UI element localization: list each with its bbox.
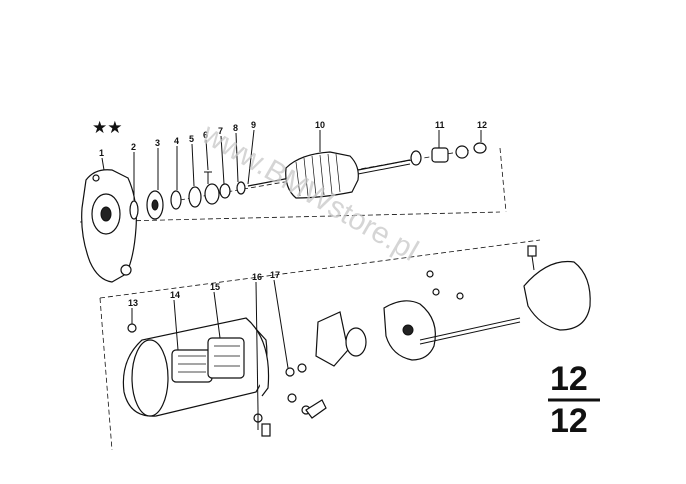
stars-mark: ★★ xyxy=(92,118,122,138)
field-frame xyxy=(122,317,270,417)
page-denominator: 12 xyxy=(550,402,588,440)
callout-10: 10 xyxy=(315,120,325,130)
callout-9: 9 xyxy=(251,120,256,130)
page-label: 12 12 xyxy=(548,360,600,440)
callout-1: 1 xyxy=(99,148,104,158)
brush-plate xyxy=(315,300,521,367)
callout-labels: 1 2 3 4 5 6 7 8 9 10 11 12 13 14 15 16 1… xyxy=(99,120,487,411)
end-cap xyxy=(523,245,591,331)
callout-14: 14 xyxy=(170,290,180,300)
callout-11: 11 xyxy=(435,120,445,130)
callout-3: 3 xyxy=(155,138,160,148)
pinion-parts xyxy=(410,142,487,166)
callout-16: 16 xyxy=(252,272,262,282)
callout-7: 7 xyxy=(218,126,223,136)
callout-15: 15 xyxy=(210,282,220,292)
callout-12: 12 xyxy=(477,120,487,130)
end-housing xyxy=(81,169,137,283)
callout-13: 13 xyxy=(128,298,138,308)
callout-17: 17 xyxy=(270,270,280,280)
callout-2: 2 xyxy=(131,142,136,152)
fasteners xyxy=(253,270,464,437)
page-numerator: 12 xyxy=(550,360,588,398)
bearing-washer-stack xyxy=(129,171,246,220)
callout-4: 4 xyxy=(174,136,179,146)
callout-8: 8 xyxy=(233,123,238,133)
callout-6: 6 xyxy=(203,130,208,140)
armature xyxy=(247,151,411,199)
callout-5: 5 xyxy=(189,134,194,144)
